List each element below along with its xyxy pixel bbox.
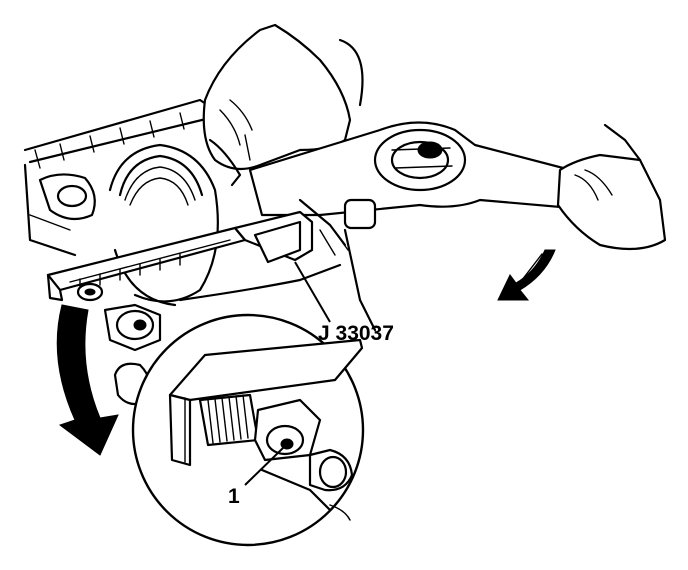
detail-magnifier <box>131 313 365 547</box>
detail-callout-number: 1 <box>228 485 240 508</box>
rotation-arrow-left <box>56 304 119 456</box>
crankshaft-pulley <box>108 143 219 307</box>
ratchet-wrench <box>248 121 602 247</box>
engine-block <box>23 98 217 257</box>
detail-leader-line <box>244 447 284 486</box>
right-hand <box>556 123 667 251</box>
holding-tool <box>46 210 314 302</box>
tool-leader-line <box>294 261 331 323</box>
engine-lower <box>103 224 377 406</box>
rotation-arrow-right <box>497 249 556 301</box>
hand-illustration <box>202 23 364 187</box>
tool-callout-label: J 33037 <box>318 322 394 345</box>
